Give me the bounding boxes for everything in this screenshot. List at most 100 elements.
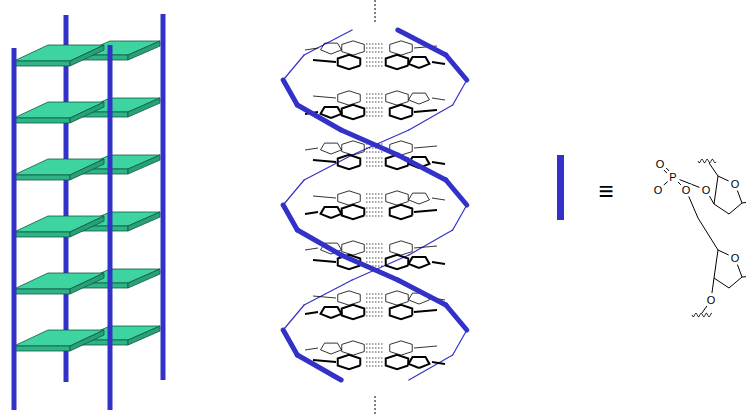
base-ring <box>342 305 365 319</box>
bond <box>729 203 742 214</box>
glycosidic-bond <box>313 360 336 362</box>
backbone-strand <box>398 155 446 180</box>
hydrogen-bond <box>366 252 384 253</box>
base-plate <box>70 216 104 237</box>
hydrogen-bond <box>366 94 384 95</box>
glycosidic-bond <box>414 246 437 248</box>
base-plate <box>14 289 70 294</box>
base-ring <box>409 193 430 204</box>
bond <box>714 250 718 278</box>
backbone-strand <box>446 55 467 80</box>
hydrogen-bond <box>366 52 384 53</box>
backbone-strand <box>446 180 467 205</box>
glycosidic-bond <box>414 146 437 148</box>
base-ring <box>409 257 430 268</box>
glycosidic-bond <box>432 198 445 200</box>
axis-line <box>375 0 376 22</box>
backbone-strand <box>283 55 304 80</box>
base-plate <box>14 346 70 351</box>
double-helix <box>283 0 467 414</box>
base-ring <box>338 91 361 105</box>
bond <box>737 191 742 203</box>
backbone-strand <box>453 80 467 105</box>
base-plate <box>14 61 70 66</box>
bond <box>698 218 718 250</box>
glycosidic-bond <box>414 346 437 348</box>
hydrogen-bond <box>366 108 384 109</box>
base-ring <box>386 191 409 205</box>
base-ring <box>321 43 342 54</box>
base-ring <box>321 343 342 354</box>
bond <box>709 196 714 204</box>
backbone-strand <box>283 330 297 355</box>
atom-label: O <box>730 179 741 190</box>
backbone-strand <box>341 130 398 155</box>
axis-line <box>375 396 376 414</box>
hydrogen-bond <box>366 48 384 49</box>
base-ring <box>390 305 413 319</box>
base-ring <box>390 205 413 219</box>
glycosidic-bond <box>414 310 437 312</box>
bond <box>702 306 707 313</box>
hydrogen-bond <box>366 158 384 159</box>
backbone-key <box>557 155 564 220</box>
hydrogen-bond <box>366 62 384 63</box>
base-ring <box>342 141 365 155</box>
hydrogen-bond <box>366 208 384 209</box>
bond <box>714 176 718 204</box>
hydrogen-bond <box>366 258 384 259</box>
base-ring <box>409 93 430 104</box>
glycosidic-bond <box>313 196 336 198</box>
hydrogen-bond <box>366 244 384 245</box>
bond <box>714 204 729 214</box>
atom-label: O <box>681 185 692 196</box>
glycosidic-bond <box>305 48 318 50</box>
hydrogen-bond <box>366 298 384 299</box>
bond <box>718 176 729 181</box>
hydrogen-bond <box>366 312 384 313</box>
hydrogen-bond <box>366 202 384 203</box>
glycosidic-bond <box>432 262 445 264</box>
base-ring <box>342 341 365 355</box>
hydrogen-bond <box>366 194 384 195</box>
atom-label: O <box>701 185 712 196</box>
backbone-strand <box>409 230 453 255</box>
base-plate <box>70 102 104 123</box>
backbone-strand <box>409 105 453 130</box>
chemical-structure <box>663 159 746 317</box>
backbone-bar <box>557 155 564 220</box>
backbone-bar <box>108 45 113 410</box>
hydrogen-bond <box>366 308 384 309</box>
base-ring <box>321 207 342 218</box>
base-ring <box>386 291 409 305</box>
backbone-bar <box>161 14 166 380</box>
hydrogen-bond <box>366 352 384 353</box>
hydrogen-bond <box>366 362 384 363</box>
hydrogen-bond <box>366 366 384 367</box>
hydrogen-bond <box>366 152 384 153</box>
backbone-strand <box>352 130 409 155</box>
hydrogen-bond <box>366 116 384 117</box>
base-ring <box>386 255 409 269</box>
bond <box>689 196 698 218</box>
glycosidic-bond <box>414 210 437 212</box>
glycosidic-bond <box>432 98 445 100</box>
glycosidic-bond <box>313 296 336 298</box>
hydrogen-bond <box>366 66 384 67</box>
bond <box>742 276 746 277</box>
glycosidic-bond <box>414 110 437 112</box>
base-plate <box>14 232 70 237</box>
wavy-bond <box>692 313 712 317</box>
backbone-strand <box>341 255 398 280</box>
atom-label: O <box>706 295 717 306</box>
backbone-strand <box>453 205 467 230</box>
hydrogen-bond <box>366 166 384 167</box>
backbone-strand <box>297 355 341 380</box>
base-ring <box>342 41 365 55</box>
backbone-strand <box>446 305 467 330</box>
atom-label: O <box>655 159 666 170</box>
glycosidic-bond <box>305 248 318 250</box>
backbone-strand <box>283 205 297 230</box>
bond <box>737 265 742 277</box>
hydrogen-bond <box>366 316 384 317</box>
